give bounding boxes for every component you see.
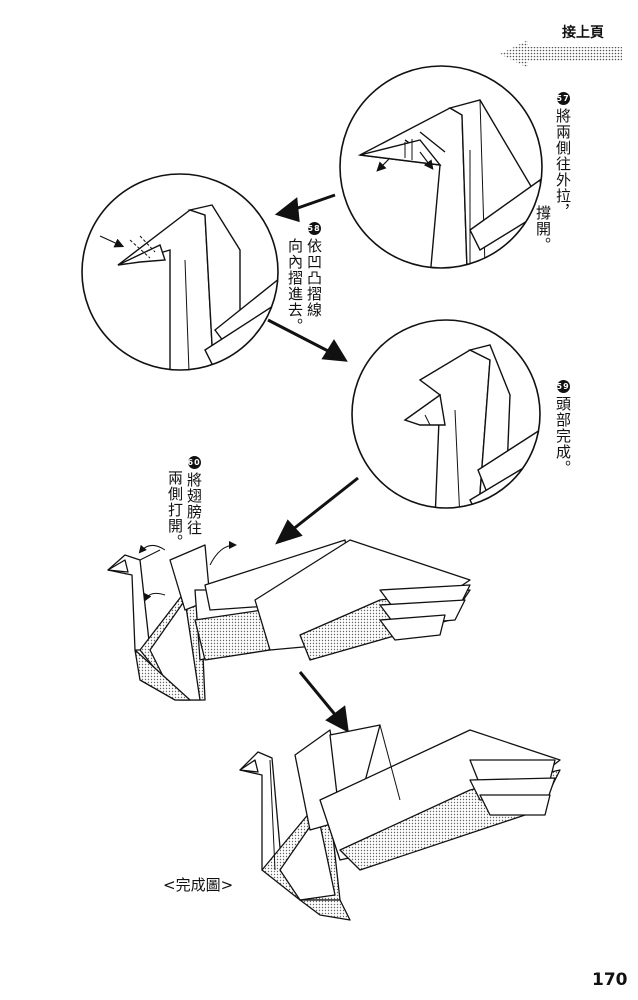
- step-57-line1: 將兩側往外拉，: [554, 108, 572, 220]
- step-60-diagram: [107, 539, 471, 701]
- step-60-line1: 將翅膀往: [185, 472, 203, 536]
- step-58-diagram: [81, 173, 279, 371]
- step-59-diagram: [351, 319, 541, 509]
- step-60-number: 60: [187, 456, 201, 469]
- continue-label: 接上頁: [562, 25, 604, 41]
- step-57-caption-line2: 撐開。: [534, 205, 552, 253]
- step-57-diagram: [339, 65, 543, 269]
- step-57-line2: 撐開。: [534, 205, 552, 253]
- step-57-caption: 57 將兩側往外拉，: [554, 92, 572, 220]
- step-60-line2: 兩側打開。: [166, 470, 184, 550]
- step-58-caption: 58 依凹凸摺線: [305, 222, 323, 318]
- step-59-line1: 頭部完成。: [554, 396, 572, 476]
- step-58-caption-line2: 向內摺進去。: [286, 238, 304, 334]
- page-number: 170: [592, 970, 628, 990]
- step-59-caption: 59 頭部完成。: [554, 380, 572, 476]
- step-60-caption: 60 將翅膀往: [185, 456, 203, 536]
- step-59-number: 59: [556, 380, 570, 393]
- completed-origami: [239, 724, 561, 921]
- step-58-number: 58: [307, 222, 321, 235]
- step-57-number: 57: [556, 92, 570, 105]
- step-60-caption-line2: 兩側打開。: [166, 470, 184, 550]
- step-58-line2: 向內摺進去。: [286, 238, 304, 334]
- continue-arrow-icon: [500, 40, 622, 68]
- step-58-line1: 依凹凸摺線: [305, 238, 323, 318]
- completion-label: <完成圖>: [163, 876, 234, 894]
